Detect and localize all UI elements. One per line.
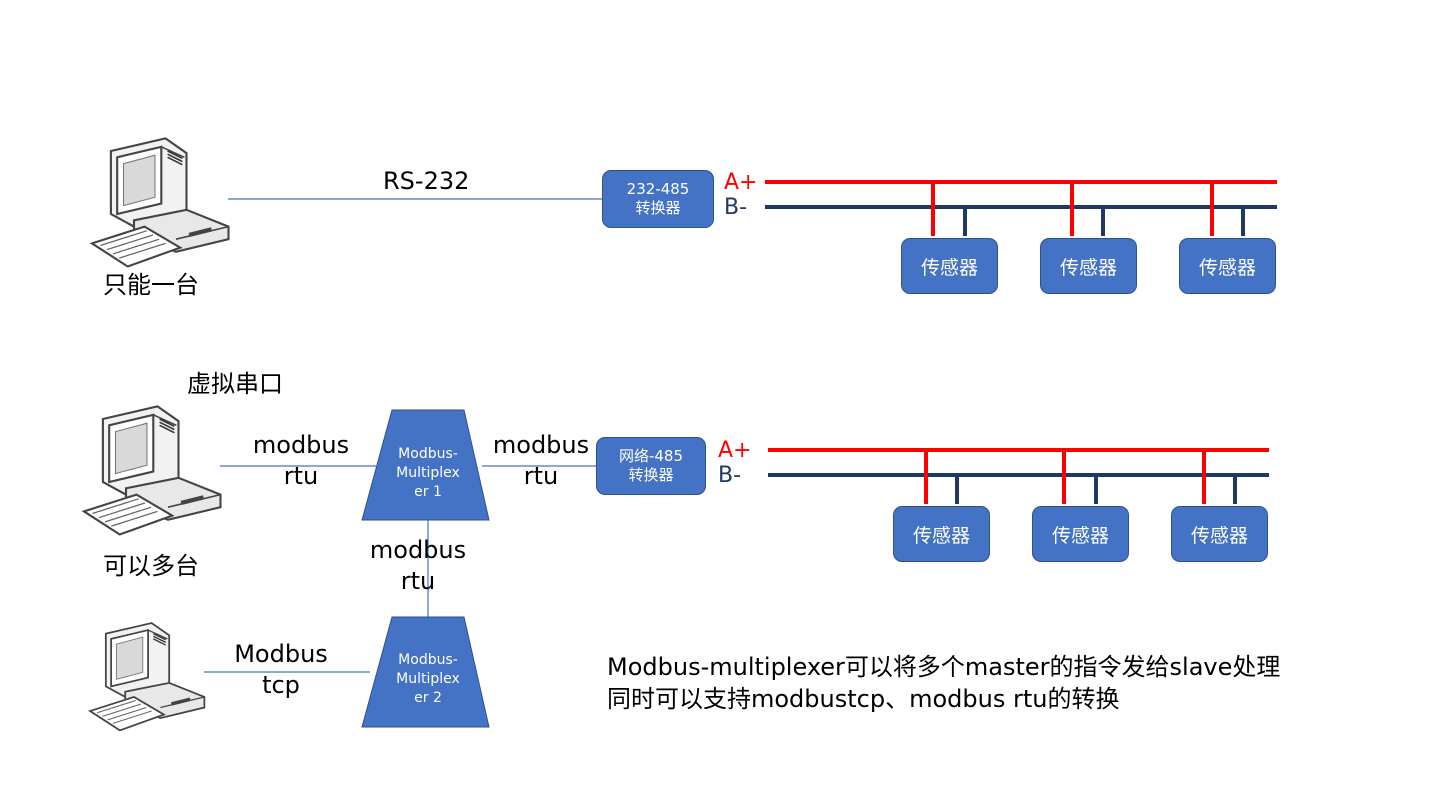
bottom-sensor-2: 传感器 — [1032, 506, 1129, 562]
top-drops — [931, 182, 1245, 236]
top-caption: 只能一台 — [103, 271, 199, 299]
top-sensor-3: 传感器 — [1179, 238, 1276, 294]
explanation-note: Modbus-multiplexer可以将多个master的指令发给slave处… — [607, 651, 1280, 716]
rs232-label: RS-232 — [383, 167, 470, 195]
bottom-converter-line1: 网络-485 — [618, 446, 684, 465]
bottom-caption-top: 虚拟串口 — [187, 370, 283, 398]
note-line-2: 同时可以支持modbustcp、modbus rtu的转换 — [607, 685, 1120, 714]
note-line-1: Modbus-multiplexer可以将多个master的指令发给slave处… — [607, 653, 1281, 681]
top-converter-line1: 232-485 — [626, 179, 690, 198]
mux1-shape — [361, 409, 490, 521]
bottom-caption-bottom: 可以多台 — [103, 552, 199, 580]
pc-top-icon — [90, 137, 230, 268]
mux2-label: Modbus- Multiplex er 2 — [396, 652, 460, 706]
bottom-b-label: B- — [718, 463, 742, 488]
top-a-label: A+ — [724, 170, 758, 195]
top-b-label: B- — [724, 195, 748, 220]
top-sensor-1: 传感器 — [901, 238, 998, 294]
bottom-converter-box: 网络-485 转换器 — [596, 437, 706, 495]
top-sensor-2: 传感器 — [1040, 238, 1137, 294]
bottom-a-label: A+ — [718, 438, 752, 463]
pc-bottom-2-icon — [89, 622, 206, 732]
bottom-drops — [924, 450, 1237, 504]
bottom-sensor-1: 传感器 — [893, 506, 990, 562]
top-converter-box: 232-485 转换器 — [602, 170, 714, 228]
mux1-label: Modbus- Multiplex er 1 — [396, 446, 460, 500]
pc1-link-label: modbus rtu — [252, 431, 350, 491]
bottom-converter-line2: 转换器 — [628, 466, 674, 484]
top-converter-line2: 转换器 — [635, 199, 681, 217]
mux-conv-link-label: modbus rtu — [492, 431, 590, 491]
pc2-link-label: Modbus tcp — [234, 640, 328, 700]
bottom-sensor-3: 传感器 — [1171, 506, 1268, 562]
mux-mux-link-label: modbus rtu — [369, 536, 467, 596]
pc-bottom-1-icon — [82, 405, 222, 536]
mux2-shape — [361, 616, 490, 728]
